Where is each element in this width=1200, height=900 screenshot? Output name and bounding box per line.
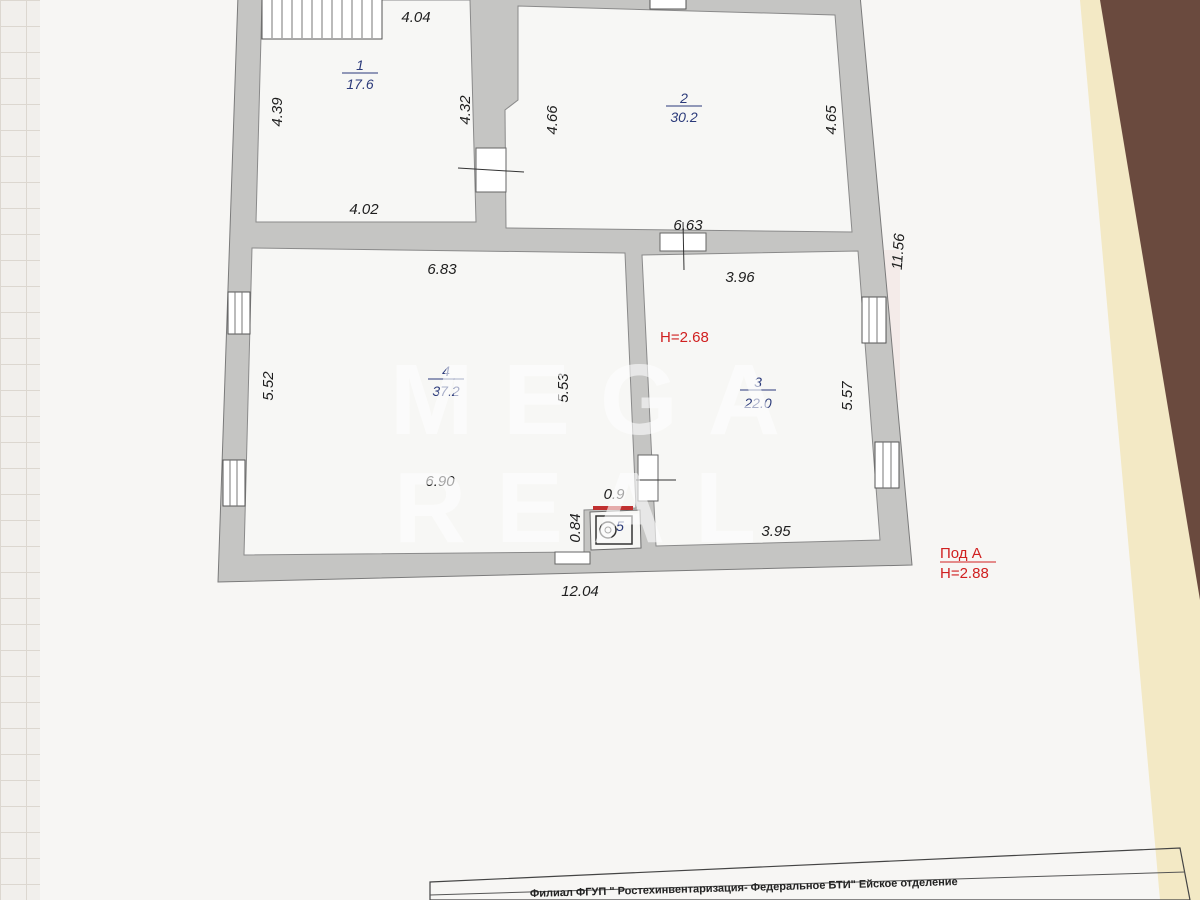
room-labels: 1 17.6 2 30.2 3 22.0 4 37.2 5	[342, 57, 776, 534]
floor-name-label: Под А	[940, 545, 982, 562]
title-block: Филиал ФГУП " Ростехинвентаризация- Феде…	[429, 847, 1191, 900]
room-2-number: 2	[679, 90, 688, 106]
dim-total-height: 11.56	[889, 232, 909, 270]
dim-r4-top: 6.83	[427, 261, 457, 278]
room-2-area: 30.2	[670, 109, 697, 125]
dim-r1-bottom: 4.02	[349, 201, 379, 218]
room-1	[255, 0, 477, 223]
dim-r4-bottom: 6.90	[425, 473, 455, 490]
room-5-number: 5	[616, 518, 624, 534]
room-3-number: 3	[754, 374, 762, 390]
dim-r3-bottom: 3.95	[761, 523, 791, 540]
room-1-number: 1	[356, 57, 364, 73]
dim-r2-bottom: 6.63	[673, 217, 703, 234]
boiler-icon	[595, 515, 633, 545]
inner-height-label: H=2.68	[660, 329, 709, 346]
room-1-area: 17.6	[346, 76, 373, 92]
dim-r3-right: 5.57	[839, 381, 856, 411]
room-2	[504, 5, 853, 233]
watermark-line-2: REAL	[394, 452, 786, 564]
window-hatching	[229, 0, 892, 506]
dim-r4-left: 5.52	[260, 371, 277, 401]
room-3-area: 22.0	[743, 395, 771, 411]
dim-r1-top: 4.04	[401, 9, 430, 26]
dim-r2-left: 4.66	[544, 105, 561, 135]
dim-total-width: 12.04	[561, 583, 599, 600]
dim-r3-top: 3.96	[725, 269, 755, 286]
red-marker	[593, 506, 633, 510]
dim-r4-right: 5.53	[555, 373, 572, 403]
doors	[457, 147, 707, 565]
room-4	[243, 247, 637, 556]
room-3	[641, 250, 881, 547]
dimensions: 4.04 4.39 4.32 4.02 4.66 4.65 6.63 3.96 …	[260, 9, 908, 600]
watermark-line-1: MEGA	[390, 344, 810, 456]
room-4-number: 4	[442, 363, 450, 379]
dim-r5-left: 0.84	[567, 513, 584, 542]
dim-r1-right: 4.32	[457, 95, 474, 125]
dim-r2-right: 4.65	[823, 105, 840, 135]
stamp-organization: Филиал ФГУП " Ростехинвентаризация- Феде…	[530, 876, 958, 900]
room-4-area: 37.2	[432, 383, 459, 399]
floor-height-label: H=2.88	[940, 565, 989, 582]
dim-r5-top: 0.9	[604, 486, 626, 503]
dim-r1-left: 4.39	[269, 97, 286, 127]
